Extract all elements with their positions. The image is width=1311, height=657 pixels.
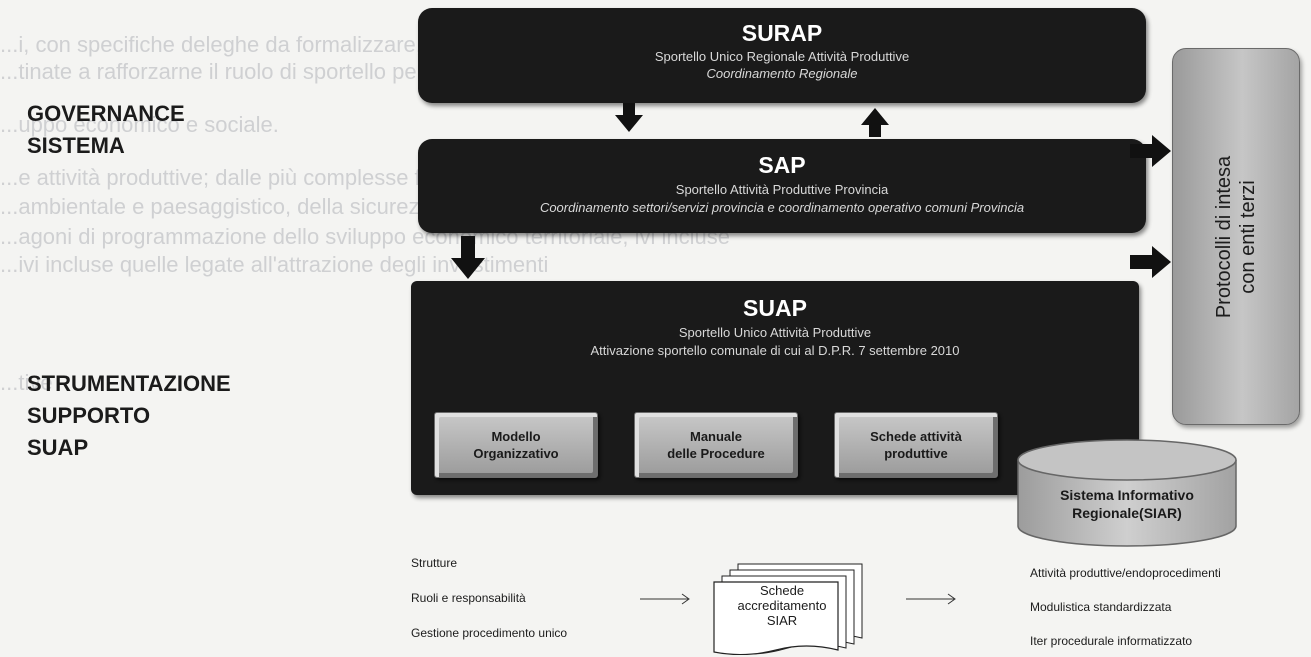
surap-title: SURAP bbox=[741, 20, 823, 46]
sap-title: SAP bbox=[758, 152, 806, 178]
strumentazione-label-line-1: STRUMENTAZIONE bbox=[27, 371, 231, 396]
siar-label: Sistema Informativo Regionale(SIAR) bbox=[1016, 486, 1238, 522]
schede-attivita-box: Schede attività produttive bbox=[834, 412, 998, 478]
sap-line-1: Sportello Attività Produttive Provincia bbox=[675, 182, 889, 197]
down-arrow-icon bbox=[615, 103, 643, 132]
protocolli-line-2: con enti terzi bbox=[1237, 179, 1259, 294]
box-3-line-1: Schede attività bbox=[870, 429, 962, 444]
suap-title: SUAP bbox=[743, 295, 807, 321]
protocolli-line-1: Protocolli di intesa bbox=[1213, 155, 1235, 318]
box-3-line-2: produttive bbox=[884, 446, 948, 461]
protocolli-text: Protocolli di intesa con enti terzi bbox=[1212, 155, 1260, 317]
background-text-3: ...uppo economico e sociale. bbox=[0, 112, 279, 137]
iter-procedurale-label: Iter procedurale informatizzato bbox=[1030, 634, 1193, 648]
box-2-line-2: delle Procedure bbox=[667, 446, 765, 461]
strumentazione-label-line-3: SUAP bbox=[27, 435, 89, 460]
attivita-produttive-label: Attività produttive/endoprocedimenti bbox=[1030, 566, 1221, 580]
right-arrow-icon bbox=[1130, 246, 1171, 278]
modulistica-label: Modulistica standardizzata bbox=[1030, 600, 1172, 614]
governance-label-line-2: SISTEMA bbox=[27, 133, 125, 158]
schede-line-1: Schede bbox=[759, 583, 805, 598]
box-1-line-1: Modello bbox=[491, 429, 541, 444]
box-2-line-1: Manuale bbox=[689, 429, 742, 444]
down-arrow-icon bbox=[451, 236, 485, 279]
document-stack-icon bbox=[713, 563, 863, 655]
protocolli-box: Protocolli di intesa con enti terzi bbox=[1172, 48, 1300, 425]
strutture-label: Strutture bbox=[411, 556, 458, 570]
suap-line-2: Attivazione sportello comunale di cui al… bbox=[590, 343, 960, 358]
thin-arrow-icon bbox=[640, 593, 690, 605]
manuale-procedure-box: Manuale delle Procedure bbox=[634, 412, 798, 478]
suap-line-1: Sportello Unico Attività Produttive bbox=[678, 325, 872, 340]
surap-panel: SURAP Sportello Unico Regionale Attività… bbox=[418, 8, 1146, 103]
schede-line-3: SIAR bbox=[766, 613, 798, 628]
thin-arrow-icon bbox=[906, 593, 956, 605]
up-arrow-icon bbox=[861, 108, 889, 137]
strumentazione-label: STRUMENTAZIONE SUPPORTO SUAP bbox=[27, 368, 231, 464]
surap-line-2: Coordinamento Regionale bbox=[706, 66, 858, 81]
background-text-8: ...tive bbox=[0, 370, 53, 395]
sap-panel: SAP Sportello Attività Produttive Provin… bbox=[418, 139, 1146, 233]
gestione-label: Gestione procedimento unico bbox=[411, 626, 568, 640]
right-arrow-icon bbox=[1130, 135, 1171, 167]
schede-line-2: accreditamento bbox=[737, 598, 827, 613]
governance-label-line-1: GOVERNANCE bbox=[27, 101, 185, 126]
siar-line-2: Regionale(SIAR) bbox=[1072, 505, 1182, 521]
background-text-7: ...ivi incluse quelle legate all'attrazi… bbox=[0, 252, 549, 277]
sap-line-2: Coordinamento settori/servizi provincia … bbox=[539, 200, 1025, 215]
governance-label: GOVERNANCE SISTEMA bbox=[27, 98, 185, 162]
modello-organizzativo-box: Modello Organizzativo bbox=[434, 412, 598, 478]
surap-line-1: Sportello Unico Regionale Attività Produ… bbox=[654, 49, 910, 64]
schede-accreditamento-label: Schede accreditamento SIAR bbox=[722, 583, 842, 628]
siar-line-1: Sistema Informativo bbox=[1060, 487, 1194, 503]
database-cylinder-icon bbox=[1017, 439, 1237, 547]
ruoli-label: Ruoli e responsabilità bbox=[411, 591, 526, 605]
strumentazione-label-line-2: SUPPORTO bbox=[27, 403, 151, 428]
box-1-line-2: Organizzativo bbox=[473, 446, 559, 461]
